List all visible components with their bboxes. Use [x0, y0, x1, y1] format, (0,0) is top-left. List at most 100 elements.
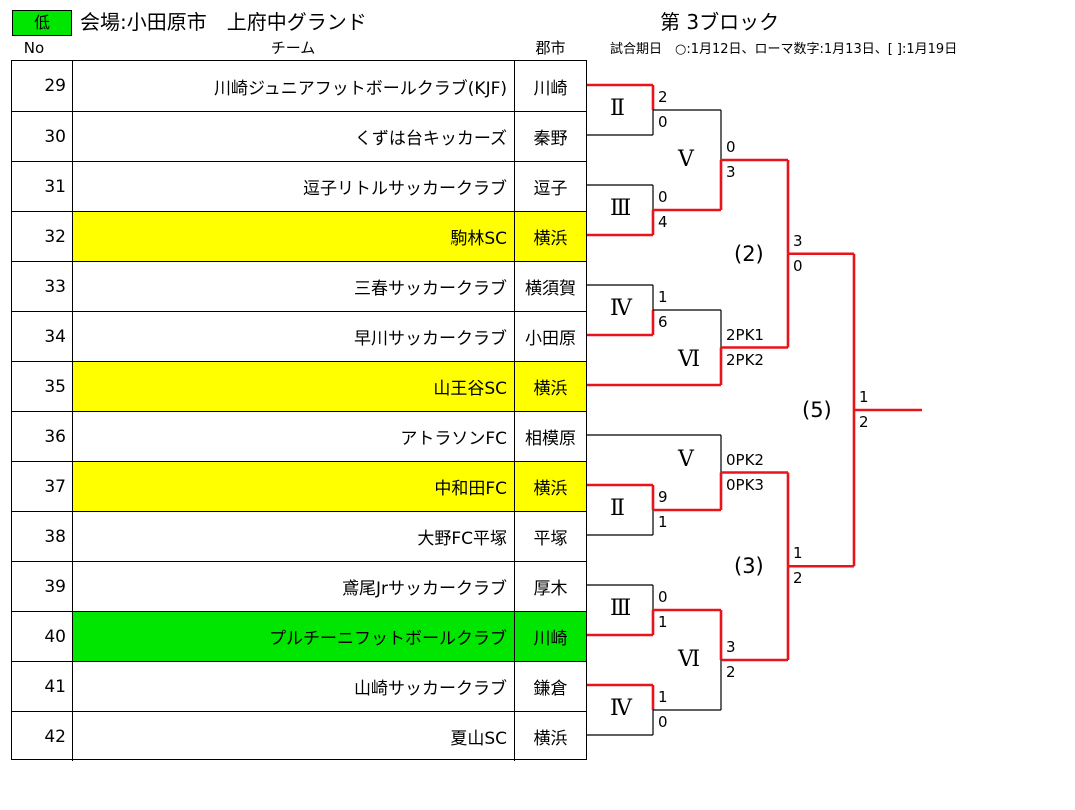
- team-name: 早川サッカークラブ: [73, 312, 515, 361]
- score: 6: [658, 313, 668, 331]
- round1-label: Ⅱ: [610, 496, 625, 521]
- round2-label: Ⅴ: [678, 147, 694, 172]
- round1-label: Ⅲ: [610, 196, 632, 221]
- round2-label: Ⅴ: [678, 447, 694, 472]
- score: 0PK3: [726, 475, 764, 494]
- round2-label: Ⅵ: [678, 647, 701, 672]
- score: 2PK2: [726, 350, 764, 369]
- team-number: 34: [12, 312, 73, 361]
- team-number: 42: [12, 712, 73, 761]
- match-dates-note: 試合期日 ○:1月12日、ローマ数字:1月13日、[ ]:1月19日: [610, 42, 958, 57]
- team-number: 41: [12, 662, 73, 711]
- team-number: 40: [12, 612, 73, 661]
- score: 0: [658, 113, 668, 131]
- team-number: 38: [12, 512, 73, 561]
- team-number: 30: [12, 112, 73, 161]
- team-name: 夏山SC: [73, 712, 515, 761]
- team-name: 鳶尾Jrサッカークラブ: [73, 562, 515, 611]
- team-number: 39: [12, 562, 73, 611]
- team-name: 川崎ジュニアフットボールクラブ(KJF): [73, 61, 515, 111]
- score: 2: [658, 88, 668, 106]
- team-name: プルチーニフットボールクラブ: [73, 612, 515, 661]
- score: 0: [726, 138, 736, 156]
- score: 1: [859, 388, 869, 406]
- team-city: 横浜: [533, 729, 568, 749]
- team-number: 29: [12, 61, 73, 111]
- score: 3: [726, 638, 736, 656]
- level-badge: 低: [12, 10, 72, 36]
- score: 0: [658, 188, 668, 206]
- round1-label: Ⅲ: [610, 596, 632, 621]
- team-city: 逗子: [533, 179, 568, 199]
- team-city: 小田原: [525, 329, 576, 349]
- team-city: 横浜: [515, 212, 586, 261]
- score: 9: [658, 488, 668, 506]
- team-city: 横浜: [515, 462, 586, 511]
- round3-label: (2): [734, 241, 764, 266]
- team-city: 秦野: [533, 129, 568, 149]
- team-number: 37: [12, 462, 73, 511]
- score: 0PK2: [726, 450, 764, 469]
- round2-label: Ⅵ: [678, 347, 701, 372]
- team-city: 川崎: [515, 612, 586, 661]
- team-city: 平塚: [533, 529, 568, 549]
- venue-title: 会場:小田原市 上府中グランド: [80, 10, 367, 34]
- score: 3: [793, 231, 803, 250]
- team-number: 36: [12, 412, 73, 461]
- score: 0: [658, 713, 668, 731]
- team-name: 大野FC平塚: [73, 512, 515, 561]
- column-header-team: チーム: [270, 39, 316, 57]
- column-header-city: 郡市: [535, 39, 566, 57]
- round1-label: Ⅱ: [610, 96, 625, 121]
- score: 2: [793, 569, 803, 588]
- score: 0: [793, 256, 803, 275]
- team-city: 厚木: [533, 579, 568, 599]
- team-city: 横須賀: [525, 279, 576, 299]
- team-number: 33: [12, 262, 73, 311]
- round3-label: (3): [734, 554, 764, 579]
- block-title: 第 3ブロック: [660, 10, 780, 34]
- team-name: 山崎サッカークラブ: [73, 662, 515, 711]
- score: 2: [859, 413, 869, 431]
- team-name: 中和田FC: [73, 462, 515, 511]
- round1-label: Ⅳ: [610, 696, 632, 721]
- team-city: 鎌倉: [533, 679, 568, 699]
- score: 0: [658, 588, 668, 606]
- team-city: 横浜: [515, 362, 586, 411]
- round1-label: Ⅳ: [610, 296, 632, 321]
- score: 1: [658, 688, 668, 706]
- team-name: 山王谷SC: [73, 362, 515, 411]
- final-label: (5): [802, 398, 832, 422]
- team-number: 32: [12, 212, 73, 261]
- team-name: 逗子リトルサッカークラブ: [73, 162, 515, 211]
- column-header-no: No: [23, 39, 45, 57]
- team-number: 31: [12, 162, 73, 211]
- team-name: くずは台キッカーズ: [73, 112, 515, 161]
- score: 1: [658, 513, 668, 531]
- team-name: 駒林SC: [73, 212, 515, 261]
- team-city: 川崎: [533, 78, 568, 99]
- score: 1: [658, 288, 668, 306]
- score: 1: [793, 544, 803, 563]
- score: 3: [726, 163, 736, 181]
- team-number: 35: [12, 362, 73, 411]
- team-name: 三春サッカークラブ: [73, 262, 515, 311]
- score: 2: [726, 663, 736, 681]
- score: 4: [658, 213, 668, 231]
- score: 2PK1: [726, 325, 764, 344]
- team-city: 相模原: [525, 429, 576, 449]
